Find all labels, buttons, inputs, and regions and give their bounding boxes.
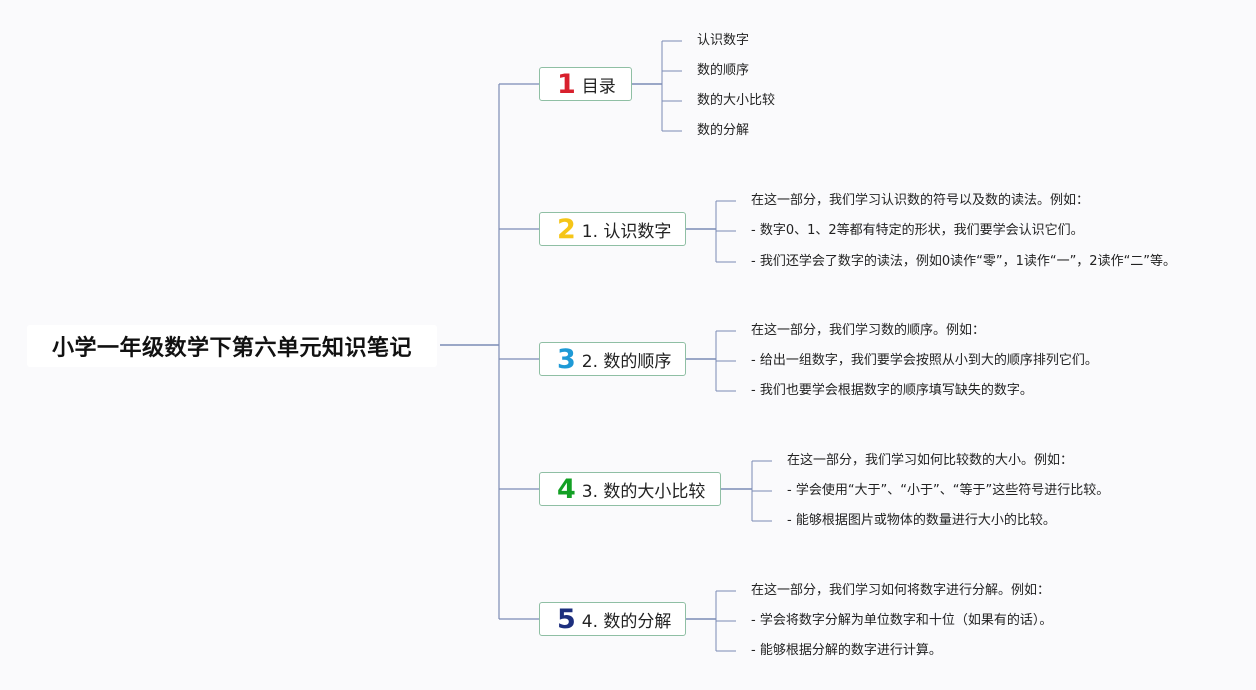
leaf-item: - 我们也要学会根据数字的顺序填写缺失的数字。 <box>751 383 1033 398</box>
leaf-item: - 学会使用“大于”、“小于”、“等于”这些符号进行比较。 <box>787 483 1110 498</box>
root-title: 小学一年级数学下第六单元知识笔记 <box>27 325 437 367</box>
branch-catalog[interactable]: 1 目录 <box>539 67 632 101</box>
leaf-item: 在这一部分，我们学习如何比较数的大小。例如： <box>787 453 1074 468</box>
branch-number-decomposition[interactable]: 5 4. 数的分解 <box>539 602 686 636</box>
leaf-item: - 给出一组数字，我们要学会按照从小到大的顺序排列它们。 <box>751 353 1098 368</box>
leaf-item: - 数字0、1、2等都有特定的形状，我们要学会认识它们。 <box>751 223 1084 238</box>
number-badge-1: 1 <box>557 68 576 100</box>
leaf-item: 数的分解 <box>697 123 750 138</box>
branch-label: 1. 认识数字 <box>581 221 672 242</box>
branch-label: 2. 数的顺序 <box>581 351 672 372</box>
branch-label: 4. 数的分解 <box>581 611 672 632</box>
number-badge-5: 5 <box>557 603 576 635</box>
number-badge-3: 3 <box>557 343 576 375</box>
leaf-item: - 能够根据分解的数字进行计算。 <box>751 643 942 658</box>
branch-number-comparison[interactable]: 4 3. 数的大小比较 <box>539 472 721 506</box>
leaf-item: 在这一部分，我们学习认识数的符号以及数的读法。例如： <box>751 193 1090 208</box>
branch-label: 3. 数的大小比较 <box>581 481 706 502</box>
leaf-item: - 学会将数字分解为单位数字和十位（如果有的话）。 <box>751 613 1053 628</box>
leaf-item: - 我们还学会了数字的读法，例如0读作“零”，1读作“一”，2读作“二”等。 <box>751 254 1177 269</box>
number-badge-2: 2 <box>557 213 576 245</box>
leaf-item: - 能够根据图片或物体的数量进行大小的比较。 <box>787 513 1056 528</box>
branch-number-order[interactable]: 3 2. 数的顺序 <box>539 342 686 376</box>
leaf-item: 数的大小比较 <box>697 93 776 108</box>
leaf-item: 在这一部分，我们学习数的顺序。例如： <box>751 323 986 338</box>
branch-recognize-numbers[interactable]: 2 1. 认识数字 <box>539 212 686 246</box>
branch-label: 目录 <box>581 76 616 97</box>
leaf-item: 认识数字 <box>697 33 750 48</box>
leaf-item: 数的顺序 <box>697 63 750 78</box>
leaf-item: 在这一部分，我们学习如何将数字进行分解。例如： <box>751 583 1051 598</box>
number-badge-4: 4 <box>557 473 576 505</box>
